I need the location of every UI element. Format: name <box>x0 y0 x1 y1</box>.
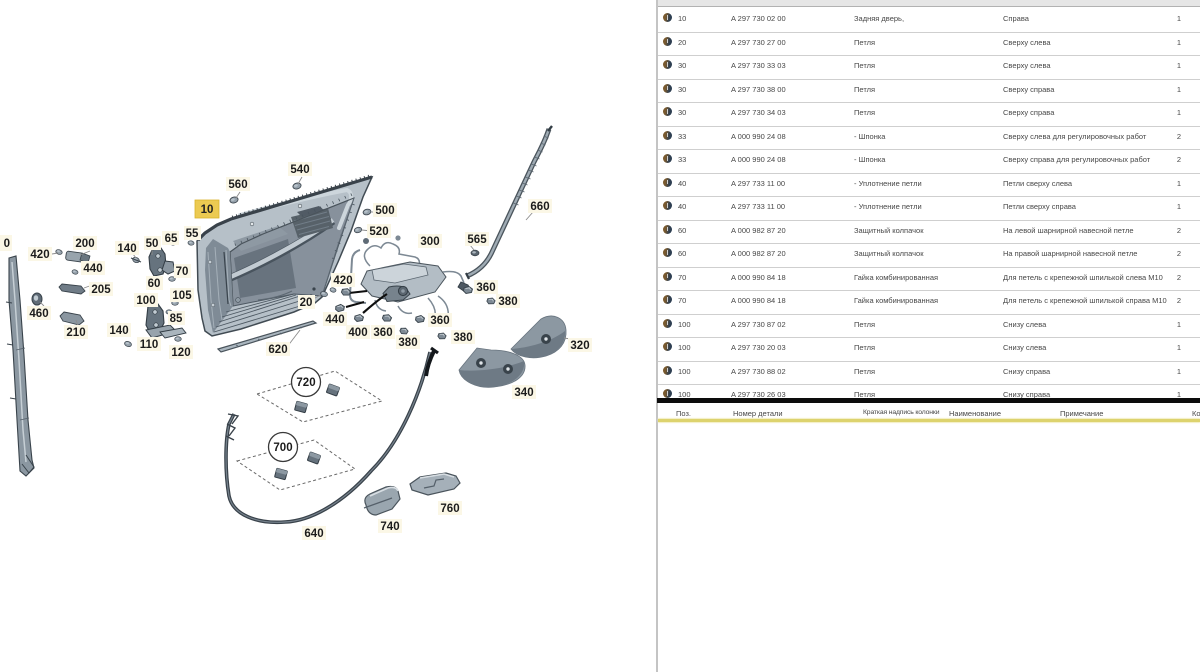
svg-text:70: 70 <box>176 266 189 278</box>
svg-text:105: 105 <box>172 290 192 302</box>
svg-text:720: 720 <box>296 377 315 389</box>
svg-text:110: 110 <box>140 339 159 351</box>
svg-text:140: 140 <box>109 325 128 337</box>
svg-text:360: 360 <box>430 315 449 327</box>
svg-text:20: 20 <box>300 297 313 309</box>
svg-text:55: 55 <box>186 228 199 240</box>
svg-text:540: 540 <box>290 164 309 176</box>
svg-text:120: 120 <box>171 347 190 359</box>
svg-text:640: 640 <box>304 528 323 540</box>
svg-text:85: 85 <box>170 313 183 325</box>
svg-text:380: 380 <box>498 296 517 308</box>
svg-text:340: 340 <box>514 387 533 399</box>
svg-text:380: 380 <box>398 337 417 349</box>
svg-text:100: 100 <box>136 295 155 307</box>
svg-text:440: 440 <box>83 263 102 275</box>
svg-text:520: 520 <box>369 226 388 238</box>
svg-text:380: 380 <box>453 332 472 344</box>
svg-text:210: 210 <box>66 327 85 339</box>
svg-text:620: 620 <box>268 344 287 356</box>
svg-text:60: 60 <box>148 278 161 290</box>
svg-text:200: 200 <box>75 238 94 250</box>
svg-text:360: 360 <box>373 327 392 339</box>
svg-text:50: 50 <box>146 238 159 250</box>
svg-text:400: 400 <box>348 327 367 339</box>
svg-text:760: 760 <box>440 503 459 515</box>
svg-text:140: 140 <box>117 243 136 255</box>
svg-text:565: 565 <box>467 234 487 246</box>
svg-text:300: 300 <box>420 236 439 248</box>
svg-text:65: 65 <box>165 233 178 245</box>
svg-text:660: 660 <box>530 201 549 213</box>
svg-text:700: 700 <box>273 442 292 454</box>
svg-text:320: 320 <box>570 340 589 352</box>
svg-text:440: 440 <box>325 314 344 326</box>
svg-text:560: 560 <box>228 179 247 191</box>
svg-text:740: 740 <box>380 521 399 533</box>
svg-text:500: 500 <box>375 205 394 217</box>
svg-text:205: 205 <box>91 284 111 296</box>
svg-text:420: 420 <box>333 275 352 287</box>
svg-text:360: 360 <box>476 282 495 294</box>
svg-text:460: 460 <box>29 308 48 320</box>
svg-text:10: 10 <box>201 204 214 216</box>
svg-text:420: 420 <box>30 249 49 261</box>
svg-text:0: 0 <box>4 238 10 250</box>
